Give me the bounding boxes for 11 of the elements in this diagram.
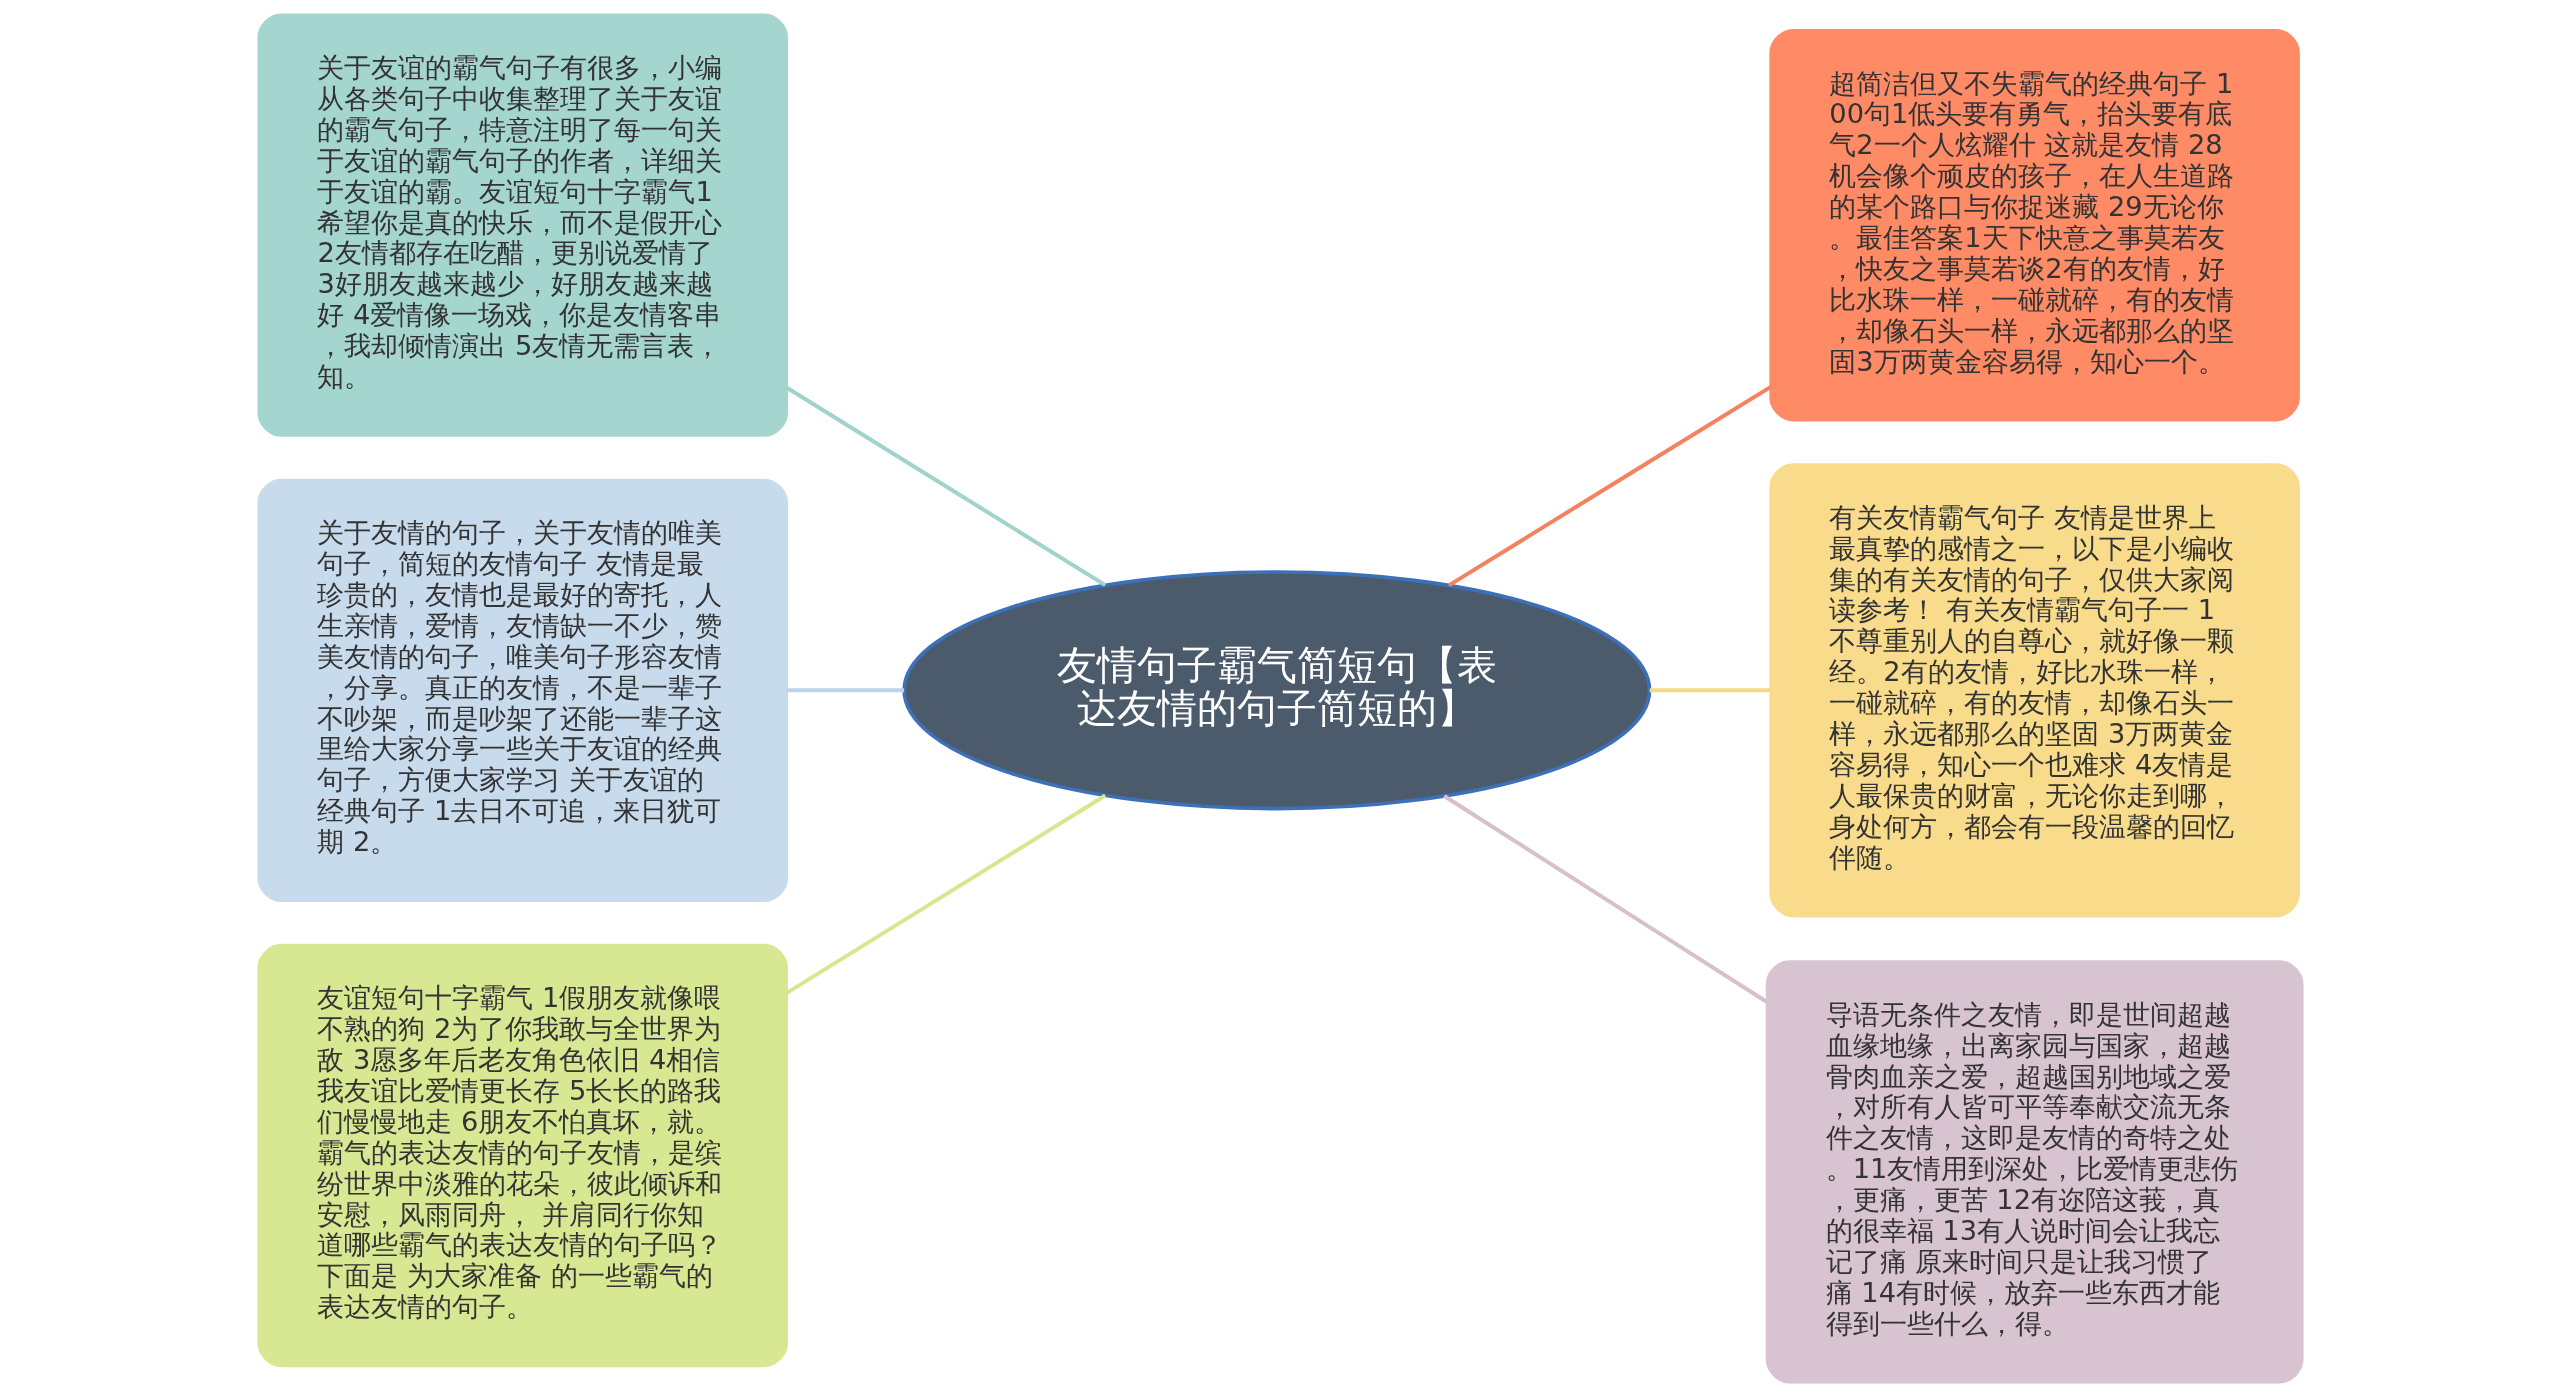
node-box: 关于友情的句子，关于友情的唯美句子，简短的友情句子 友情是最珍贵的，友情也是最好的寄托，人生亲情，爱情，友情缺一不少，赞美友情的句子，唯美句子形容友情，分享。真正的友情，不是一辈子不吵架，而是吵架了还能一辈子这里给大家分享一些关于友谊的经典句子，方便大家学习 关于友谊的经典句子 1去日不可追，来日犹可期 2。: [256, 478, 788, 902]
connector: [1447, 385, 1772, 588]
node-ellipse: 友情句子霸气简短句【表达友情的句子简短的】: [901, 570, 1651, 811]
node-box: 友谊短句十字霸气 1假朋友就像喂不熟的狗 2为了你我敢与全世界为敌 3愿多年后老友角色依旧 4相信我友谊比爱情更长存 5长长的路我们慢慢地走 6朋友不怕真坏，就。霸气的表达友情的句子友情，是缤纷世界中淡雅的花朵，彼此倾诉和安慰，风雨同舟， 并肩同行你知道哪些霸气的表达友情的句子吗？下面是 为大家准备 的一些霸气的表达友情的句子。: [256, 943, 788, 1368]
node-box: 关于友谊的霸气句子有很多，小编从各类句子中收集整理了关于友谊的霸气句子，特意注明了每一句关于友谊的霸气句子的作者，详细关于友谊的霸。友谊短句十字霸气1希望你是真的快乐，而不是假开心 2友情都存在吃醋，更别说爱情了 3好朋友越来越少，好朋友越来越好 4爱情像一场戏，你是友情客串，我却倾情演出 5友情无需言表，知。: [256, 13, 788, 437]
connector: [786, 688, 904, 693]
connector: [1649, 688, 1771, 693]
node-box: 超简洁但又不失霸气的经典句子 100句1低头要有勇气，抬头要有底气2一个人炫耀什 这就是友情 28机会像个顽皮的孩子，在人生道路的某个路口与你捉迷藏 29无论你。最佳答案1天下快意之事莫若友，快友之事莫若谈2有的友情，好比水珠一样，一碰就碎，有的友情，却像石头一样，永远都那么的坚固3万两黄金容易得，知心一个。: [1768, 28, 2300, 422]
connector: [1442, 794, 1768, 1004]
node-box: 导语无条件之友情，即是世间超越血缘地缘，出离家园与国家，超越骨肉血亲之爱，超越国别地域之爱，对所有人皆可平等奉献交流无条件之友情，这即是友情的奇特之处。11友情用到深处，比爱情更悲伤，更痛，更苦 12有迩陪这莪，真的很幸福 13有人说时间会让我忘记了痛 原来时间只是让我习惯了痛 14有时候，放弃一些东西才能得到一些什么，得。: [1765, 960, 2304, 1384]
node-box: 有关友情霸气句子 友情是世界上最真挚的感情之一，以下是小编收集的有关友情的句子，仅供大家阅读参考！ 有关友情霸气句子一 1不尊重别人的自尊心，就好像一颗经。2有的友情，好比水珠一样，一碰就碎，有的友情，却像石头一样，永远都那么的坚固 3万两黄金容易得，知心一个也难求 4友情是人最保贵的财富，无论你走到哪，身处何方，都会有一段温馨的回忆伴随。: [1768, 463, 2300, 918]
